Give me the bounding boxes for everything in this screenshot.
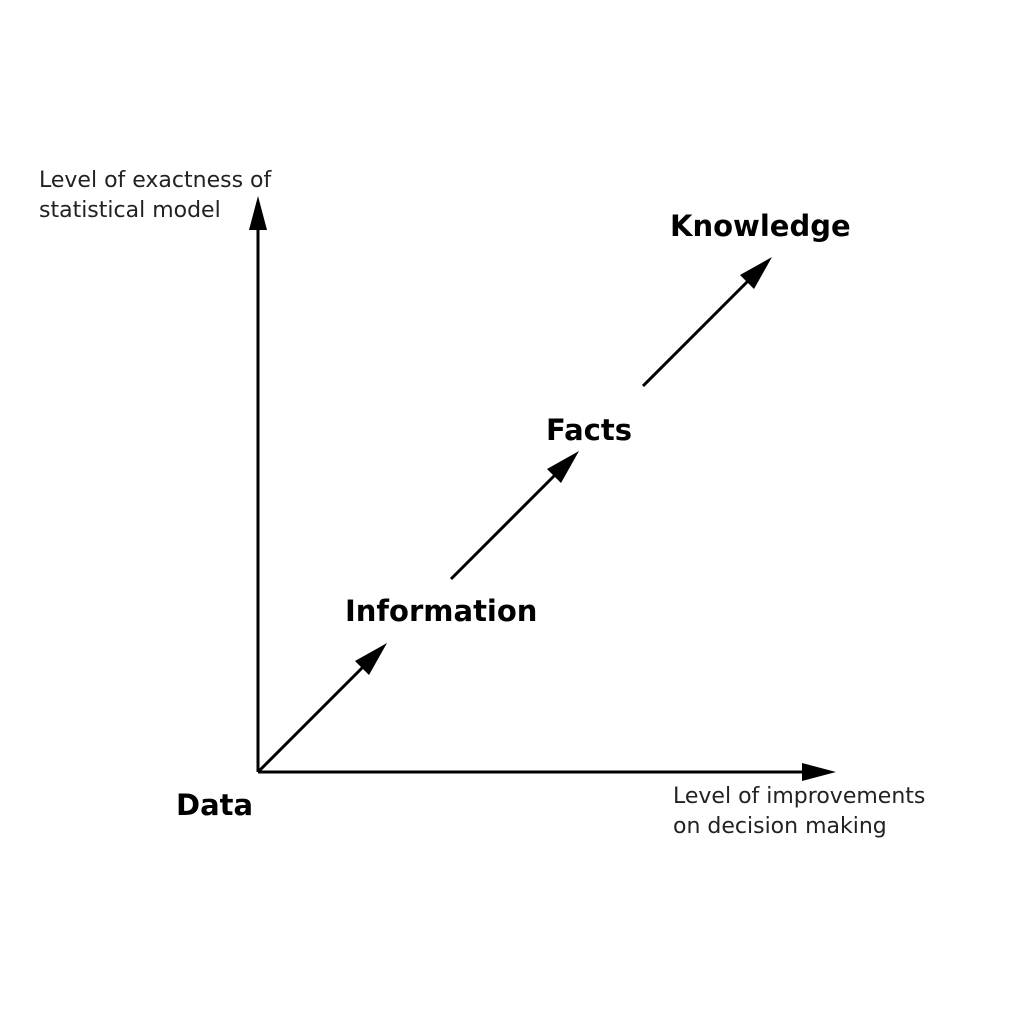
stage-label-data: Data bbox=[176, 788, 254, 822]
arrow-information-to-facts bbox=[449, 468, 562, 581]
stage-label-information: Information bbox=[345, 594, 538, 628]
y-axis-arrowhead bbox=[249, 196, 267, 230]
stage-label-knowledge: Knowledge bbox=[670, 209, 851, 243]
arrow-facts-to-knowledge bbox=[641, 274, 755, 388]
arrow-data-to-information bbox=[256, 660, 370, 774]
arrowhead-information-to-facts bbox=[547, 451, 579, 483]
stage-label-facts: Facts bbox=[546, 413, 632, 447]
y-axis-title: Level of exactness of statistical model bbox=[39, 166, 271, 226]
x-axis-title: Level of improvements on decision making bbox=[673, 782, 925, 842]
arrowhead-data-to-information bbox=[355, 643, 387, 675]
y-axis-title-line1: Level of exactness of bbox=[39, 168, 272, 193]
y-axis-title-line2: statistical model bbox=[39, 198, 221, 223]
x-axis-title-line2: on decision making bbox=[673, 814, 887, 839]
x-axis-title-line1: Level of improvements bbox=[673, 784, 926, 809]
arrowhead-facts-to-knowledge bbox=[740, 257, 772, 289]
x-axis-arrowhead bbox=[802, 763, 836, 781]
